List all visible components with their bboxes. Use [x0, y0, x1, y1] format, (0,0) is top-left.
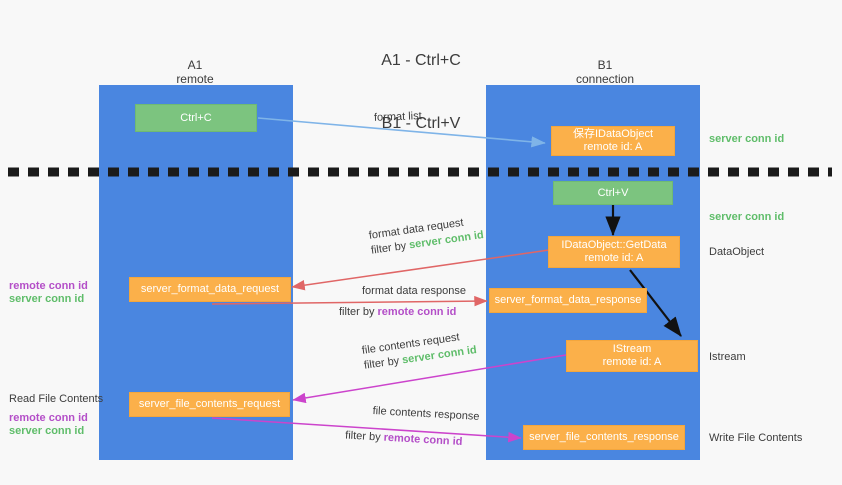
- left-label-server-conn-id-1: server conn id: [9, 293, 85, 305]
- lane-b1-sub: connection: [575, 72, 635, 86]
- box-save-idataobject[interactable]: 保存IDataObject remote id: A: [551, 126, 675, 156]
- caption-format-data-response-filter: filter by remote conn id: [339, 305, 456, 320]
- caption-format-data-response-filter-prefix: filter by: [339, 306, 378, 318]
- left-label-remote-conn-id-1: remote conn id: [9, 280, 88, 292]
- right-label-write-file-contents: Write File Contents: [709, 432, 803, 444]
- caption-file-contents-response-filter-value: remote conn id: [383, 431, 463, 449]
- right-label-server-conn-id-1: server conn id: [709, 133, 785, 145]
- box-ctrl-c[interactable]: Ctrl+C: [135, 104, 257, 132]
- caption-format-data-response-filter-value: remote conn id: [377, 306, 457, 318]
- box-ctrl-c-label: Ctrl+C: [180, 111, 212, 124]
- box-idataobject-getdata-label: IDataObject::GetData remote id: A: [561, 239, 667, 264]
- caption-file-contents-request-filter-prefix: filter by: [363, 354, 404, 372]
- box-server-format-data-request[interactable]: server_format_data_request: [129, 277, 291, 302]
- right-label-dataobject: DataObject: [709, 246, 765, 258]
- left-label-remote-conn-id-2: remote conn id: [9, 412, 88, 424]
- box-ctrl-v[interactable]: Ctrl+V: [553, 181, 673, 205]
- lane-header-b1: B1 connection: [525, 58, 685, 86]
- lane-b1-name: B1: [597, 58, 613, 72]
- box-server-format-data-request-label: server_format_data_request: [140, 283, 280, 295]
- caption-file-contents-response-group: file contents response filter by remote …: [345, 404, 480, 451]
- caption-format-data-request-group: format data request filter by server con…: [368, 213, 485, 259]
- caption-format-data-request-filter-prefix: filter by: [370, 239, 411, 257]
- box-server-format-data-response[interactable]: server_format_data_response: [489, 288, 647, 313]
- caption-format-data-response: format data response: [362, 285, 466, 297]
- box-server-format-data-response-label: server_format_data_response: [494, 294, 642, 306]
- title-line-1: A1 - Ctrl+C: [381, 52, 461, 69]
- caption-file-contents-response: file contents response: [372, 404, 480, 423]
- box-istream-label: IStream remote id: A: [602, 343, 662, 368]
- box-server-file-contents-response-label: server_file_contents_response: [529, 431, 679, 443]
- left-label-server-conn-id-2: server conn id: [9, 425, 85, 437]
- caption-file-contents-response-filter: filter by remote conn id: [345, 429, 479, 451]
- caption-file-contents-request-group: file contents request filter by server c…: [361, 328, 478, 374]
- lane-a1-sub: remote: [176, 72, 214, 86]
- right-label-istream: Istream: [709, 351, 746, 363]
- right-label-server-conn-id-2: server conn id: [709, 211, 785, 223]
- box-server-file-contents-request-label: server_file_contents_request: [138, 398, 281, 410]
- box-server-file-contents-response[interactable]: server_file_contents_response: [523, 425, 685, 450]
- left-label-read-file-contents: Read File Contents: [9, 393, 104, 405]
- box-istream[interactable]: IStream remote id: A: [566, 340, 698, 372]
- lane-a1-name: A1: [187, 58, 203, 72]
- box-idataobject-getdata[interactable]: IDataObject::GetData remote id: A: [548, 236, 680, 268]
- caption-file-contents-response-filter-prefix: filter by: [344, 429, 384, 444]
- box-ctrl-v-label: Ctrl+V: [597, 186, 629, 199]
- box-save-idataobject-label: 保存IDataObject remote id: A: [572, 128, 654, 153]
- lane-header-a1: A1 remote: [115, 58, 275, 86]
- box-server-file-contents-request[interactable]: server_file_contents_request: [129, 392, 290, 417]
- caption-format-list: format list: [373, 110, 422, 124]
